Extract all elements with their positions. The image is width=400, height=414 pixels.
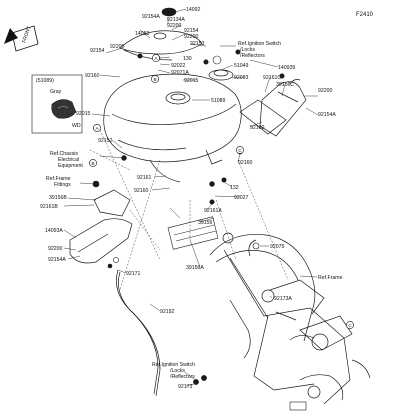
marker-c-frame: C <box>346 321 354 329</box>
dashed-assembly-lines <box>89 129 289 291</box>
part-label: 92160 <box>85 73 100 79</box>
marker-b-left: B <box>89 159 97 167</box>
part-label: Ref.Chassis <box>50 151 78 157</box>
part-label: 92161C <box>263 75 281 81</box>
part-label: 92022 <box>171 63 186 69</box>
fuel-filler-cap <box>208 55 234 81</box>
main-frame <box>209 232 371 411</box>
part-label: 92154 <box>184 28 199 34</box>
marker-label: B <box>91 161 94 166</box>
part-label: 92173 <box>178 384 193 390</box>
part-label: /Locks <box>170 368 185 374</box>
part-label: 92200 <box>184 34 199 40</box>
front-direction-arrow <box>4 25 39 52</box>
part-label: Equipment <box>58 163 83 169</box>
part-label: 92015 <box>76 111 91 117</box>
marker-label: C <box>238 148 242 153</box>
part-label: 92015 <box>184 78 199 84</box>
part-label: Fittings <box>54 182 71 188</box>
part-label: 92027 <box>234 195 249 201</box>
part-label: 140939 <box>278 65 295 71</box>
center-pad <box>167 216 219 250</box>
part-label: 92093 <box>234 75 249 81</box>
part-label: 92161 <box>137 175 152 181</box>
leader-lines <box>63 8 319 387</box>
part-label: /Locks <box>240 47 255 53</box>
marker-c-right: C <box>236 146 244 154</box>
marker-a-top: A <box>152 54 160 62</box>
part-label: 92154A <box>142 14 160 20</box>
legend-model: (51089) <box>36 78 54 84</box>
part-label: 92173A <box>274 296 292 302</box>
part-label: Ref.Ignition Switch <box>152 362 195 368</box>
front-label: FRONT <box>21 26 32 44</box>
marker-label: C <box>348 323 352 328</box>
legend-note: WD <box>72 123 81 129</box>
part-label: 92200 <box>110 44 125 50</box>
part-label: 92161A <box>204 208 222 214</box>
reference-markers: A B A B C C <box>89 54 354 329</box>
part-label: 92200 <box>167 23 182 29</box>
part-label: 39156C <box>276 82 294 88</box>
part-label: 92071A <box>171 70 189 76</box>
part-label: 130 <box>183 56 192 62</box>
part-label: 92160 <box>250 125 265 131</box>
part-label: 92075 <box>270 244 285 250</box>
right-side-cover <box>259 79 307 137</box>
marker-label: A <box>95 126 99 131</box>
part-label: Ref.Frame <box>318 275 343 281</box>
fuel-tank <box>103 73 242 183</box>
part-label: 92200 <box>318 88 333 94</box>
part-label: Ref.Frame <box>46 176 71 182</box>
marker-label: A <box>154 56 158 61</box>
part-label: 92192 <box>160 309 175 315</box>
part-label: 14092 <box>186 7 201 13</box>
part-label: 39156B <box>49 195 67 201</box>
part-label: 39156 <box>198 220 213 226</box>
color-legend-box <box>31 74 83 134</box>
top-side-cover <box>119 7 203 61</box>
part-label: 92160 <box>134 188 149 194</box>
part-label: /Reflectors <box>170 374 195 380</box>
part-label: 51089 <box>211 98 226 104</box>
part-label: 92200 <box>48 246 63 252</box>
part-label: Electrical <box>58 157 79 163</box>
fasteners <box>92 49 285 385</box>
marker-label: B <box>153 77 156 82</box>
part-label: 92154A <box>48 257 66 263</box>
part-label: 14083 <box>135 31 150 37</box>
part-label: 14093A <box>45 228 63 234</box>
legend-color: Gray <box>50 89 62 95</box>
part-label: 39156A <box>186 265 204 271</box>
part-label: 92154 <box>90 48 105 54</box>
drain-hose <box>116 269 161 397</box>
part-label: 132 <box>230 185 239 191</box>
part-label: 51049 <box>234 63 249 69</box>
part-number-labels: 14092 92154A 92134A 92200 14083 92154 92… <box>40 7 343 390</box>
part-label: 92154A <box>318 112 336 118</box>
marker-a-left: A <box>93 124 101 132</box>
left-side-pads <box>69 189 133 264</box>
part-label: 92134A <box>167 17 185 23</box>
part-label: 92160 <box>238 160 253 166</box>
marker-b-top: B <box>151 75 159 83</box>
part-label: /Reflectors <box>240 53 265 59</box>
part-label: 92152 <box>98 138 113 144</box>
part-label: 92171 <box>126 271 141 277</box>
part-label: 92161B <box>40 204 58 210</box>
diagram-code: F2410 <box>356 12 374 18</box>
part-label: 92153 <box>190 41 205 47</box>
part-label: Ref.Ignition Switch <box>238 41 281 47</box>
side-pad <box>239 99 287 135</box>
